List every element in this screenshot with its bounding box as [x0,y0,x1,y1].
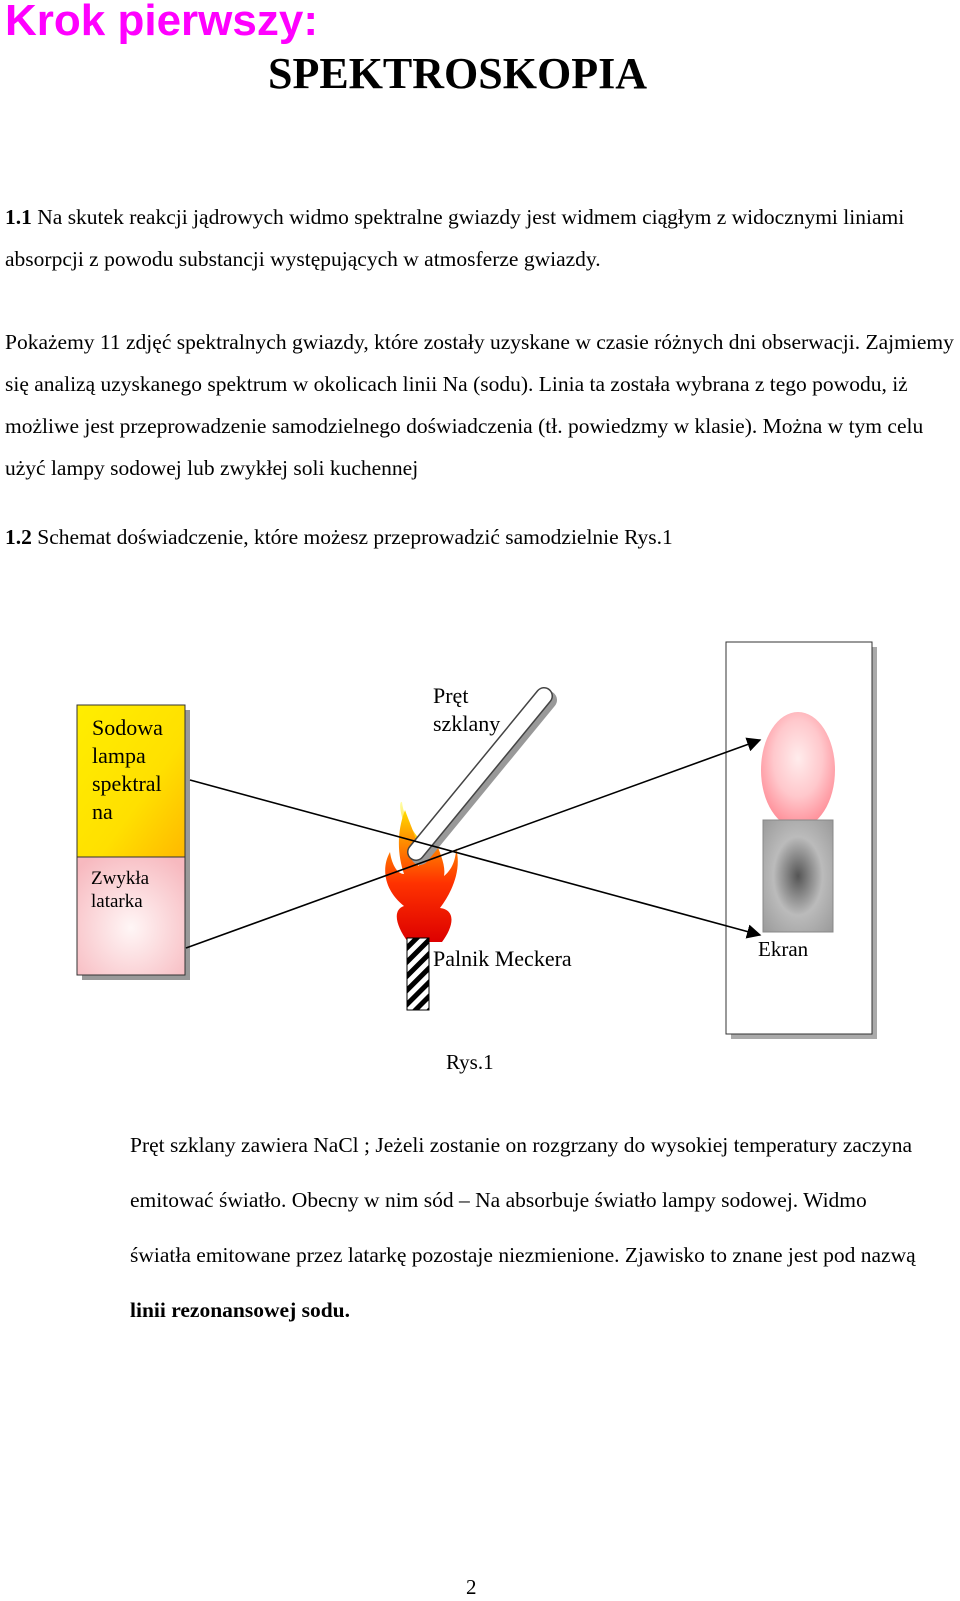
sodium-lamp: Sodowa lampa spektral na [76,704,190,980]
burner-tube [406,937,430,1011]
meker-burner: Palnik Meckera [385,801,572,1011]
explanation-text: Pręt szklany zawiera NaCl ; Jeżeli zosta… [130,1133,916,1267]
experiment-diagram: Sodowa lampa spektral na Zwykła latarka … [76,641,877,1074]
lamp-label-line2: lampa [92,743,146,768]
explanation-paragraph: Pręt szklany zawiera NaCl ; Jeżeli zosta… [130,1118,930,1338]
glass-rod: Pręt szklany [407,683,557,865]
screen-box: Ekran [725,641,877,1039]
lamp-label-line3: spektral [92,771,162,796]
screen-label: Ekran [758,937,809,961]
paragraph-1-2: 1.2 Schemat doświadczenie, które możesz … [5,516,673,558]
section-number: 1.1 [5,205,32,229]
burner-label: Palnik Meckera [433,946,572,971]
rod-label-line1: Pręt [433,683,468,708]
ray-torch [185,737,762,949]
torch-label-line2: latarka [91,891,143,912]
lamp-label-line1: Sodowa [92,715,163,740]
torch-label-line1: Zwykła [91,868,150,889]
bulb-icon [761,712,835,828]
paragraph-text: Na skutek reakcji jądrowych widmo spektr… [5,205,905,271]
explanation-bold-term: linii rezonansowej sodu. [130,1298,351,1322]
page-title: Krok pierwszy: [5,0,318,45]
bulb-base [762,819,834,933]
flame-icon [385,810,458,942]
lamp-label-line4: na [92,799,113,824]
page-subtitle: SPEKTROSKOPIA [268,49,647,98]
figure-caption: Rys.1 [446,1050,494,1074]
paragraph-1-1: 1.1 Na skutek reakcji jądrowych widmo sp… [5,196,955,280]
ray-sodium-lamp [189,779,762,939]
ordinary-torch: Zwykła latarka [76,856,186,976]
paragraph-text: Schemat doświadczenie, które możesz prze… [31,525,673,549]
page-number: 2 [466,1575,477,1599]
rod-label-line2: szklany [433,711,500,736]
section-number: 1.2 [5,525,32,549]
paragraph-observations: Pokażemy 11 zdjęć spektralnych gwiazdy, … [5,330,954,480]
